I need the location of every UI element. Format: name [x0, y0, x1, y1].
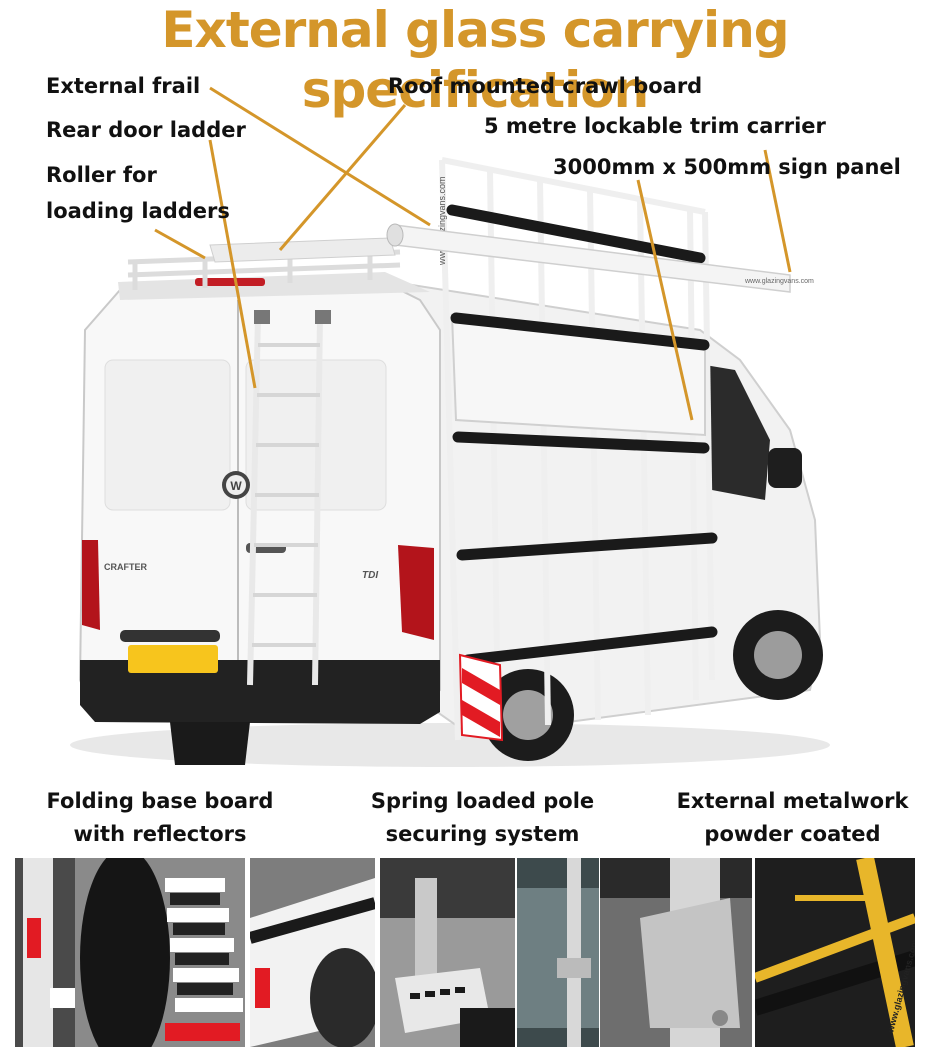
callout-trim-carrier: 5 metre lockable trim carrier — [484, 114, 826, 138]
feature-external-metalwork: External metalwork powder coated — [640, 785, 945, 851]
pole-clamp-photo — [517, 858, 599, 1047]
feature-spring-loaded-pole: Spring loaded pole securing system — [330, 785, 635, 851]
van-illustration: W CRAFTER TDI — [70, 86, 830, 767]
base-board-photo — [15, 858, 75, 1047]
feature-line2: securing system — [385, 822, 580, 846]
roller-end-photo — [600, 858, 752, 1047]
callout-roof-crawl-board: Roof mounted crawl board — [388, 74, 703, 98]
feature-folding-base-board: Folding base board with reflectors — [10, 785, 310, 851]
callout-sign-panel: 3000mm x 500mm sign panel — [553, 155, 901, 179]
leader-lines — [154, 86, 792, 421]
pole-base-photo — [380, 858, 515, 1047]
callout-rear-door-ladder: Rear door ladder — [46, 118, 246, 142]
feature-line2: with reflectors — [73, 822, 247, 846]
yellow-frame-photo: www.glazingvans.com — [755, 858, 915, 1047]
callout-external-frail: External frail — [46, 74, 201, 98]
callout-roller-line2: loading ladders — [46, 199, 230, 223]
trim-carrier-text: www.glazingvans.com — [744, 278, 814, 285]
base-board-side-photo — [250, 858, 375, 1047]
reflector-steps-photo — [75, 858, 245, 1047]
frame-website-text: www.glazingvans.com — [437, 176, 447, 266]
callout-roller-line1: Roller for — [46, 163, 157, 187]
page-title: External glass carrying specification — [161, 1, 789, 119]
crafter-badge: CRAFTER — [104, 562, 147, 572]
feature-line1: External metalwork — [676, 789, 909, 813]
feature-line1: Spring loaded pole — [370, 789, 595, 813]
feature-line1: Folding base board — [46, 789, 274, 813]
tdi-badge: TDI — [362, 570, 378, 581]
svg-text:W: W — [230, 479, 242, 493]
feature-line2: powder coated — [704, 822, 881, 846]
